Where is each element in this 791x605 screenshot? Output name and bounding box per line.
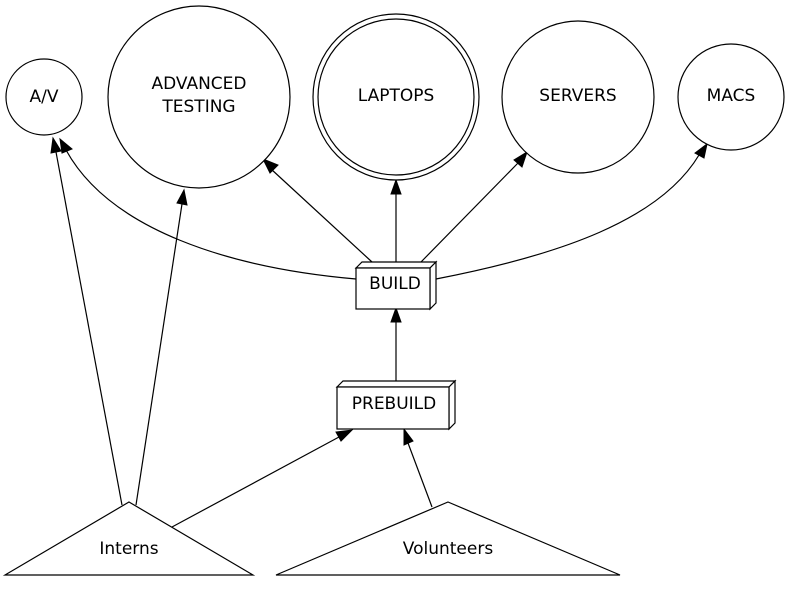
- node-build-label: BUILD: [369, 274, 421, 294]
- edge-volunteers-to-prebuild: [407, 442, 433, 508]
- node-build-box-side: [429, 260, 437, 311]
- edge-build-to-servers: [420, 162, 519, 263]
- edge-interns-to-av: [55, 151, 123, 506]
- node-laptops-outer-circle: [312, 13, 480, 181]
- node-macs: MACS: [677, 43, 785, 151]
- node-prebuild-box-side: [448, 379, 456, 431]
- edge-build-to-advanced-testing: [270, 168, 373, 263]
- node-volunteers-label: Volunteers: [403, 539, 494, 559]
- node-advanced-testing: ADVANCED TESTING: [107, 5, 291, 189]
- edge-build-to-laptops-arrowhead: [390, 178, 402, 195]
- node-prebuild-box-top: [335, 380, 457, 388]
- node-servers-label: SERVERS: [539, 86, 616, 106]
- node-prebuild-label: PREBUILD: [352, 394, 437, 414]
- node-volunteers: Volunteers: [275, 501, 621, 576]
- edge-interns-to-prebuild: [171, 436, 340, 528]
- edge-build-to-macs: [435, 154, 700, 280]
- edge-interns-to-advanced-testing: [135, 203, 183, 506]
- node-av-label: A/V: [30, 87, 59, 107]
- node-macs-circle: [677, 43, 785, 151]
- node-interns: Interns: [2, 501, 256, 576]
- node-build-box-front: [355, 267, 431, 310]
- node-build-box-top: [354, 261, 438, 269]
- edges: [50, 136, 708, 528]
- node-laptops-label: LAPTOPS: [358, 86, 435, 106]
- node-macs-label: MACS: [707, 86, 756, 106]
- node-build: BUILD: [354, 260, 438, 311]
- node-servers-circle: [501, 20, 655, 174]
- edge-build-to-av-arrowhead: [59, 137, 73, 154]
- edge-interns-to-prebuild-arrowhead: [335, 429, 354, 442]
- node-prebuild: PREBUILD: [335, 379, 457, 431]
- node-laptops: LAPTOPS: [312, 13, 480, 181]
- node-advanced-testing-label-line1: ADVANCED: [151, 74, 246, 94]
- edge-build-to-advanced-testing-arrowhead: [261, 158, 279, 174]
- nodes: A/V ADVANCED TESTING LAPTOPS SERVERS MAC…: [2, 5, 785, 576]
- edge-interns-to-advanced-testing-arrowhead: [176, 188, 188, 206]
- node-av-circle: [5, 58, 83, 136]
- node-servers: SERVERS: [501, 20, 655, 174]
- edge-prebuild-to-build-arrowhead: [390, 306, 402, 323]
- node-advanced-testing-label-line2: TESTING: [161, 97, 235, 117]
- node-advanced-testing-circle: [107, 5, 291, 189]
- node-laptops-inner-circle: [317, 18, 475, 176]
- node-prebuild-box-front: [336, 386, 450, 430]
- edge-build-to-av: [65, 149, 357, 280]
- node-volunteers-triangle: [275, 501, 621, 576]
- node-av: A/V: [5, 58, 83, 136]
- node-interns-triangle: [2, 501, 256, 576]
- node-interns-label: Interns: [99, 539, 158, 559]
- edge-build-to-servers-arrowhead: [513, 150, 528, 168]
- edge-build-to-macs-arrowhead: [694, 142, 708, 159]
- edge-interns-to-av-arrowhead: [50, 136, 62, 154]
- edge-volunteers-to-prebuild-arrowhead: [403, 427, 414, 446]
